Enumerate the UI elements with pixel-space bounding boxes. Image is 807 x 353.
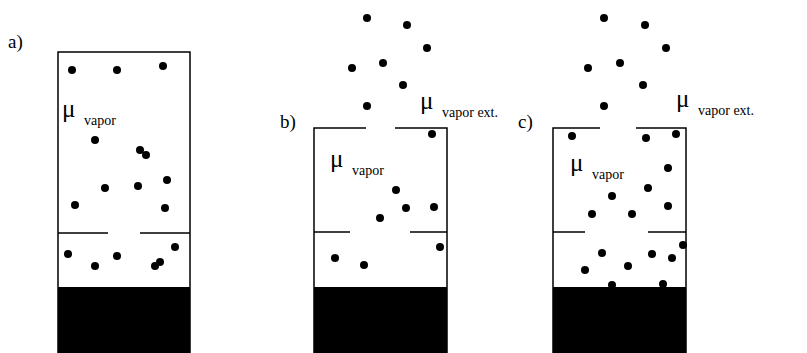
molecule-dot — [379, 59, 387, 67]
molecule-dot — [403, 21, 411, 29]
molecule-dot — [171, 243, 179, 251]
molecule-dot — [641, 21, 649, 29]
molecule-dot — [664, 164, 672, 172]
molecule-dot — [664, 202, 672, 210]
molecule-dot — [600, 14, 608, 22]
molecule-dot — [159, 62, 167, 70]
panel-label: c) — [518, 112, 533, 131]
molecule-dot — [436, 243, 444, 251]
subscript: vapor ext. — [698, 104, 754, 118]
molecule-dot — [423, 44, 431, 52]
molecule-dot — [644, 184, 652, 192]
subscript: vapor — [352, 164, 384, 178]
molecule-dot — [68, 66, 76, 74]
molecule-dot — [662, 44, 670, 52]
molecule-dot — [628, 210, 636, 218]
molecule-dot — [163, 176, 171, 184]
molecule-dot — [598, 249, 606, 257]
molecule-dot — [616, 59, 624, 67]
molecule-dot — [600, 102, 608, 110]
molecule-dot — [584, 64, 592, 72]
chemical-potential-symbol: μ — [330, 146, 343, 171]
subscript: vapor — [592, 168, 624, 182]
molecule-dot — [428, 130, 436, 138]
molecule-dot — [161, 204, 169, 212]
molecule-dot — [91, 262, 99, 270]
molecule-dot — [668, 254, 676, 262]
molecule-dot — [402, 204, 410, 212]
molecule-dot — [624, 262, 632, 270]
molecule-dot — [91, 136, 99, 144]
molecule-dot — [608, 281, 616, 289]
molecule-dot — [134, 182, 142, 190]
molecule-dot — [360, 261, 368, 269]
molecule-dot — [648, 250, 656, 258]
chemical-potential-symbol: μ — [570, 150, 583, 175]
molecule-dot — [113, 252, 121, 260]
molecule-dot — [608, 192, 616, 200]
panel-label: b) — [280, 112, 296, 131]
molecule-dot — [581, 266, 589, 274]
molecule-dot — [568, 132, 576, 140]
chemical-potential-symbol: μ — [676, 86, 689, 111]
chemical-potential-symbol: μ — [62, 96, 75, 121]
molecule-dot — [348, 64, 356, 72]
molecule-dot — [642, 134, 650, 142]
molecule-dot — [142, 151, 150, 159]
molecule-dot — [363, 14, 371, 22]
molecule-dot — [430, 203, 438, 211]
molecule-dot — [639, 81, 647, 89]
molecule-dot — [376, 214, 384, 222]
molecule-dot — [679, 241, 687, 249]
molecule-dot — [588, 210, 596, 218]
panel-label: a) — [8, 32, 23, 51]
subscript: vapor ext. — [442, 106, 498, 120]
molecule-dot — [399, 81, 407, 89]
molecule-dot — [659, 280, 667, 288]
molecule-dot — [156, 258, 164, 266]
molecule-dot — [101, 184, 109, 192]
molecule-dot — [672, 130, 680, 138]
subscript: vapor — [84, 114, 116, 128]
molecule-dot — [331, 254, 339, 262]
chemical-potential-symbol: μ — [420, 88, 433, 113]
molecule-dot — [64, 250, 72, 258]
molecule-dot — [392, 186, 400, 194]
molecule-dot — [363, 102, 371, 110]
molecule-dot — [113, 66, 121, 74]
molecule-dot — [71, 201, 79, 209]
